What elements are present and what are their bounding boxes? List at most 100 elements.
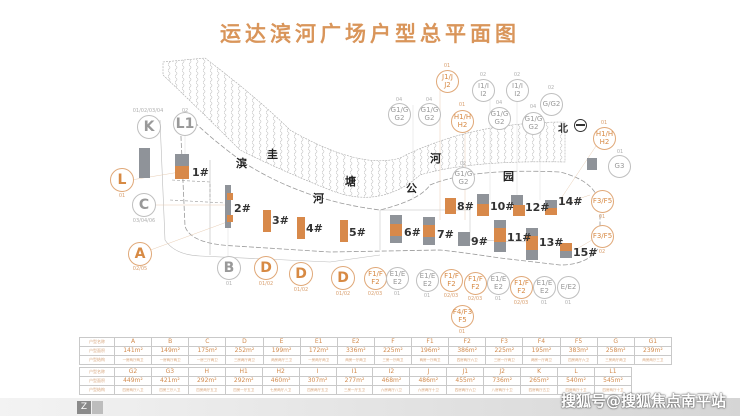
cell-area: 292m² [187, 376, 226, 386]
callout-sub: 03/04/06 [132, 218, 156, 224]
building-6-unit[interactable] [390, 224, 402, 236]
building-14-block[interactable] [545, 200, 557, 208]
building-label[interactable]: 3# [272, 214, 289, 227]
callout-sub: 01 [118, 193, 126, 199]
building-label[interactable]: 1# [192, 166, 209, 179]
building-11-unit[interactable] [494, 228, 506, 242]
building-label[interactable]: 15# [573, 246, 598, 259]
building-2-unit[interactable] [227, 215, 233, 222]
building-12-unit[interactable] [513, 205, 525, 216]
callout-sub: 04 [395, 97, 403, 103]
cell-name: F [373, 337, 413, 347]
building-13-unit[interactable] [526, 236, 538, 250]
callout-EE2[interactable]: E/E2 [557, 276, 580, 299]
building-label[interactable]: 5# [349, 226, 366, 239]
cell-area: 307m² [298, 376, 337, 386]
building-label[interactable]: 6# [404, 226, 421, 239]
cell-layout: 两房两厅三卫 [633, 355, 673, 365]
watermark: 搜狐号@搜狐焦点南平站 [560, 392, 726, 410]
callout-D[interactable]: D [289, 262, 313, 286]
building-15-unit[interactable] [560, 251, 572, 258]
building-12-block[interactable] [511, 195, 523, 205]
callout-GG2[interactable]: G/G2 [540, 93, 563, 116]
cell-area: 449m² [114, 376, 152, 386]
building-1-block[interactable] [175, 154, 189, 166]
callout-G3[interactable]: G3 [608, 155, 631, 178]
building-9-block[interactable] [458, 232, 470, 246]
callout-sub: 02 [479, 72, 487, 78]
callout-sub: 01 [564, 300, 572, 306]
cell-layout: 四房三厅八卫 [150, 385, 189, 395]
building-5-block[interactable] [340, 220, 348, 242]
callout-C[interactable]: C [132, 193, 156, 217]
building-14-unit[interactable] [545, 208, 557, 215]
building-label[interactable]: 2# [234, 202, 251, 215]
building-4-block[interactable] [297, 217, 305, 239]
callout-L[interactable]: L [110, 168, 134, 192]
building-3-block[interactable] [263, 210, 271, 232]
cell-layout: 三房一厅五卫 [335, 385, 374, 395]
callout-sub: 01 [423, 293, 431, 299]
cell-name: L [557, 367, 595, 377]
cell-layout: 四房一厅五卫 [224, 385, 263, 395]
building-label[interactable]: 4# [306, 222, 323, 235]
callout-F3F5[interactable]: F3/F5 [591, 225, 614, 248]
callout-L1[interactable]: L1 [173, 112, 197, 136]
callout-D[interactable]: D [254, 256, 278, 280]
callout-K[interactable]: K [137, 115, 161, 139]
callout-sub: 01 [225, 281, 233, 287]
building-10-unit[interactable] [477, 204, 489, 216]
building-label[interactable]: 14# [558, 195, 583, 208]
callout-A[interactable]: A [128, 242, 152, 266]
road-label: 河 [430, 152, 441, 165]
building-label[interactable]: 12# [525, 201, 550, 214]
building-1-unit[interactable] [175, 166, 189, 179]
cell-layout: 四房两厅六卫 [559, 355, 598, 365]
building-label[interactable]: 10# [490, 200, 515, 213]
cell-name: J1 [446, 367, 485, 377]
building-7-unit[interactable] [423, 225, 435, 237]
cell-layout: 三房一厅两卫 [373, 355, 413, 365]
building-2-block[interactable] [225, 185, 231, 228]
cell-area: 149m² [151, 346, 190, 356]
building-10-block[interactable] [477, 194, 489, 204]
callout-D[interactable]: D [331, 266, 355, 290]
callout-F3F5[interactable]: F3/F5 [591, 190, 614, 213]
cell-area: 196m² [410, 346, 450, 356]
building-label[interactable]: 9# [471, 235, 488, 248]
building-label[interactable]: 8# [457, 200, 474, 213]
building-label[interactable]: 11# [507, 231, 532, 244]
callout-B[interactable]: B [217, 256, 241, 280]
building-8-block[interactable] [445, 198, 456, 214]
cell-name: F5 [559, 337, 598, 347]
building-G3-block[interactable] [587, 158, 597, 170]
building-label[interactable]: 13# [539, 236, 564, 249]
building-2-unit[interactable] [227, 193, 233, 200]
cell-name: E [262, 337, 301, 347]
building-label[interactable]: 7# [437, 228, 454, 241]
cell-area: 460m² [261, 376, 300, 386]
site-boundary [179, 111, 601, 266]
cell-layout: 四房两厅八卫 [114, 385, 152, 395]
building-15-block[interactable] [560, 243, 572, 251]
building-K-block[interactable] [139, 148, 150, 178]
